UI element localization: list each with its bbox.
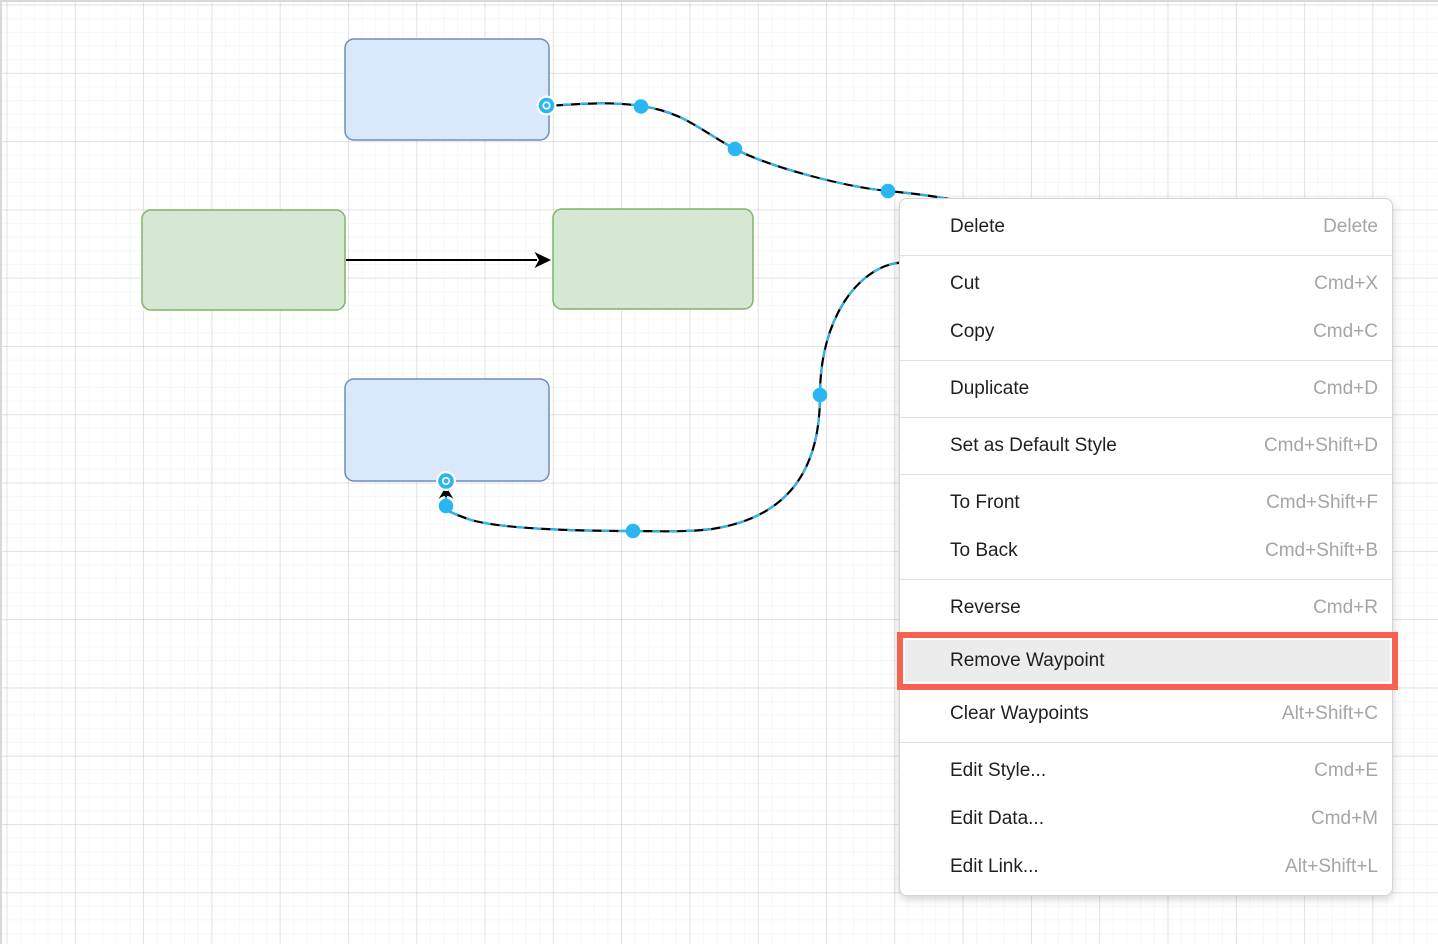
menu-item-label: Clear Waypoints xyxy=(950,703,1089,724)
menu-item-shortcut: Delete xyxy=(1323,216,1378,237)
shape-green-left[interactable] xyxy=(141,209,346,311)
menu-item-shortcut: Cmd+E xyxy=(1314,760,1378,781)
menu-item-shortcut: Cmd+R xyxy=(1313,597,1378,618)
menu-item-reverse[interactable]: Reverse Cmd+R xyxy=(900,584,1392,632)
menu-item-label: To Front xyxy=(950,492,1020,513)
menu-item-label: Edit Data... xyxy=(950,808,1044,829)
edge-waypoint-handle[interactable] xyxy=(633,99,649,114)
edge-endpoint-target[interactable] xyxy=(436,471,456,491)
menu-item-duplicate[interactable]: Duplicate Cmd+D xyxy=(900,365,1392,413)
menu-item-shortcut: Cmd+Shift+D xyxy=(1263,435,1378,456)
menu-item-label: Remove Waypoint xyxy=(950,650,1105,671)
edge-waypoint-handle[interactable] xyxy=(727,141,743,157)
menu-item-shortcut: Cmd+C xyxy=(1313,321,1378,342)
menu-item-shortcut: Cmd+X xyxy=(1314,273,1378,294)
edge-waypoint-handle[interactable] xyxy=(880,183,896,199)
menu-item-label: Edit Link... xyxy=(950,856,1039,877)
menu-item-shortcut: Cmd+Shift+B xyxy=(1265,540,1378,561)
menu-item-label: Copy xyxy=(950,321,995,342)
edge-waypoint-handle[interactable] xyxy=(625,523,641,539)
selected-edge-highlight xyxy=(444,102,1010,533)
menu-item-delete[interactable]: Delete Delete xyxy=(900,203,1392,251)
edge-waypoint-handle[interactable] xyxy=(812,387,828,403)
edge-arrowhead-icon xyxy=(438,486,454,499)
menu-item-shortcut: Cmd+Shift+F xyxy=(1266,492,1378,513)
menu-separator xyxy=(900,417,1392,418)
selected-edge[interactable] xyxy=(438,102,1010,533)
connector-arrowhead-icon xyxy=(534,252,551,268)
menu-item-label: Duplicate xyxy=(950,378,1030,399)
menu-item-label: Set as Default Style xyxy=(950,435,1117,456)
menu-item-cut[interactable]: Cut Cmd+X xyxy=(900,260,1392,308)
menu-item-to-front[interactable]: To Front Cmd+Shift+F xyxy=(900,479,1392,527)
menu-item-remove-waypoint[interactable]: Remove Waypoint xyxy=(897,632,1398,690)
menu-item-copy[interactable]: Copy Cmd+C xyxy=(900,308,1392,356)
menu-item-shortcut: Alt+Shift+L xyxy=(1285,856,1378,877)
menu-item-set-as-default-style[interactable]: Set as Default Style Cmd+Shift+D xyxy=(900,422,1392,470)
shape-green-right[interactable] xyxy=(552,208,754,310)
edge-endpoint-source[interactable] xyxy=(536,95,557,116)
menu-separator xyxy=(900,360,1392,361)
menu-item-edit-style[interactable]: Edit Style... Cmd+E xyxy=(900,747,1392,795)
menu-item-edit-link[interactable]: Edit Link... Alt+Shift+L xyxy=(900,843,1392,891)
menu-separator xyxy=(900,742,1392,743)
shape-blue-bottom[interactable] xyxy=(344,378,550,482)
menu-item-label: Reverse xyxy=(950,597,1021,618)
menu-item-label: Cut xyxy=(950,273,980,294)
edge-waypoint-handle[interactable] xyxy=(438,498,454,514)
menu-item-shortcut: Cmd+M xyxy=(1310,808,1378,829)
menu-item-to-back[interactable]: To Back Cmd+Shift+B xyxy=(900,527,1392,575)
menu-item-label: Edit Style... xyxy=(950,760,1047,781)
menu-item-edit-data[interactable]: Edit Data... Cmd+M xyxy=(900,795,1392,843)
straight-connector[interactable] xyxy=(346,252,551,268)
menu-separator xyxy=(900,474,1392,475)
context-menu: Delete Delete Cut Cmd+X Copy Cmd+C Dupli… xyxy=(897,198,1398,896)
shape-blue-top[interactable] xyxy=(344,38,550,141)
menu-item-shortcut: Cmd+D xyxy=(1313,378,1378,399)
menu-separator xyxy=(900,255,1392,256)
menu-separator xyxy=(900,579,1392,580)
menu-item-label: To Back xyxy=(950,540,1018,561)
menu-item-shortcut: Alt+Shift+C xyxy=(1281,703,1378,724)
menu-item-label: Delete xyxy=(950,216,1005,237)
menu-item-clear-waypoints[interactable]: Clear Waypoints Alt+Shift+C xyxy=(900,690,1392,738)
